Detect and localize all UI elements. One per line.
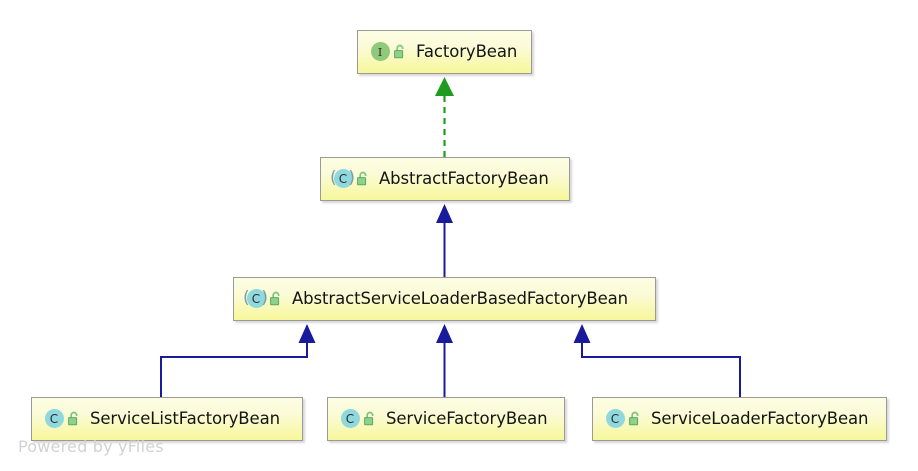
public-lock-icon [363, 411, 378, 427]
uml-node-label: ServiceFactoryBean [386, 408, 548, 428]
uml-node-label: AbstractServiceLoaderBasedFactoryBean [292, 288, 629, 308]
interface-icon: I [368, 41, 390, 63]
uml-node-service-factory-bean[interactable]: C ServiceFactoryBean [327, 397, 565, 441]
public-lock-icon [628, 411, 643, 427]
uml-node-label: ServiceLoaderFactoryBean [651, 408, 869, 428]
edge-generalization-service-list-factory-bean [160, 324, 316, 397]
public-lock-icon [393, 44, 408, 60]
edge-generalization-service-factory-bean [436, 324, 453, 397]
uml-node-service-loader-factory-bean[interactable]: C ServiceLoaderFactoryBean [592, 397, 887, 441]
uml-node-label: FactoryBean [416, 41, 518, 61]
edge-generalization-abstract-factory-bean [436, 204, 453, 277]
uml-node-label: AbstractFactoryBean [379, 168, 549, 188]
public-lock-icon [356, 171, 371, 187]
class-icon: C [42, 408, 64, 430]
public-lock-icon [67, 411, 82, 427]
edge-generalization-service-loader-factory-bean [573, 324, 741, 397]
uml-node-abstract-factory-bean[interactable]: ( C ) AbstractFactoryBean [320, 157, 570, 201]
uml-node-label: ServiceListFactoryBean [90, 408, 280, 428]
public-lock-icon [269, 291, 284, 307]
class-icon: C [603, 408, 625, 430]
class-icon: C [338, 408, 360, 430]
uml-node-service-list-factory-bean[interactable]: C ServiceListFactoryBean [31, 397, 303, 441]
abstract-class-icon: ( C ) [330, 168, 355, 188]
yfiles-watermark: Powered by yFiles [18, 437, 164, 456]
uml-node-factory-bean[interactable]: I FactoryBean [357, 30, 532, 74]
uml-node-abstract-service-loader-based-factory-bean[interactable]: ( C ) AbstractServiceLoaderBasedFactoryB… [233, 277, 656, 321]
edge-realization [435, 77, 454, 157]
abstract-class-icon: ( C ) [243, 288, 268, 308]
